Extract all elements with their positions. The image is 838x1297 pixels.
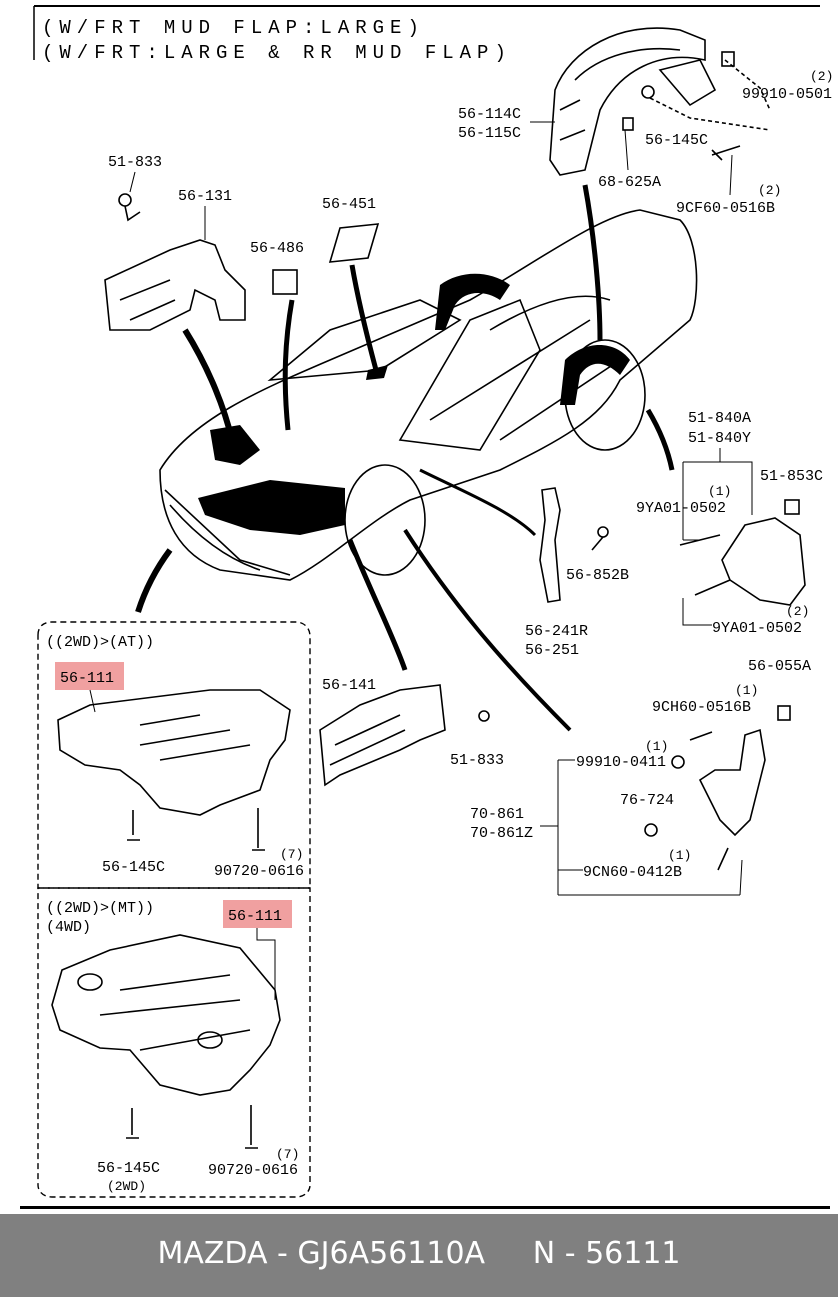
label-56-055a: 56-055A — [748, 658, 811, 675]
label-9ya01-0502-a: 9YA01-0502 — [636, 500, 726, 517]
box-at-title: ((2WD)>(AT)) — [46, 634, 154, 651]
box-at-qty: (7) — [280, 847, 303, 862]
label-56-251: 56-251 — [525, 642, 579, 659]
label-56-852b: 56-852B — [566, 567, 629, 584]
label-9cf60-0516b: 9CF60-0516B — [676, 200, 775, 217]
box-at-clip-label: 56-145C — [102, 859, 165, 876]
box-at-bolt-label: 90720-0616 — [214, 863, 304, 880]
box-mt-clip-note: (2WD) — [107, 1179, 146, 1194]
footer-part-number: MAZDA - GJ6A56110A N - 56111 — [157, 1236, 681, 1271]
highlight-56-111-mt — [223, 900, 292, 928]
label-68-625a: 68-625A — [598, 174, 661, 191]
side-bracket — [539, 487, 609, 603]
qty-9ch60-0516b: (1) — [735, 683, 758, 698]
box-mt-title-2: (4WD) — [46, 919, 91, 936]
car-illustration — [159, 209, 698, 581]
fasteners-top — [622, 51, 771, 161]
label-99910-0411: 99910-0411 — [576, 754, 666, 771]
label-51-840a: 51-840A — [688, 410, 751, 427]
highlight-56-111-at — [55, 662, 124, 690]
box-mt-qty: (7) — [276, 1147, 299, 1162]
qty-9ya01-0502-b: (2) — [786, 604, 809, 619]
label-56-115c: 56-115C — [458, 125, 521, 142]
label-56-131: 56-131 — [178, 188, 232, 205]
header-line-1: (W/FRT MUD FLAP:LARGE) — [42, 17, 425, 39]
label-9ch60-0516b: 9CH60-0516B — [652, 699, 751, 716]
label-51-833-mid: 51-833 — [450, 752, 504, 769]
qty-9cf60-0516b: (2) — [758, 183, 781, 198]
box-mt-part-label: 56-111 — [228, 908, 282, 925]
label-51-853c: 51-853C — [760, 468, 823, 485]
undercover-mt — [51, 934, 281, 1096]
rear-wheel-liner-shape — [560, 345, 630, 405]
label-70-861z: 70-861Z — [470, 825, 533, 842]
box-2wd-at: ((2WD)>(AT)) 56-111 56-145C 90720-0616 (… — [37, 621, 311, 889]
box-mt-bolt-label: 90720-0616 — [208, 1162, 298, 1179]
label-56-141: 56-141 — [322, 677, 376, 694]
box-mt-title-1: ((2WD)>(MT)) — [46, 900, 154, 917]
rear-mud-flap — [679, 499, 806, 606]
engine-side-shield — [104, 193, 246, 331]
label-76-724: 76-724 — [620, 792, 674, 809]
leader-lines — [135, 184, 675, 732]
label-56-486: 56-486 — [250, 240, 304, 257]
small-cover-shape — [366, 365, 388, 380]
qty-9ya01-0502-a: (1) — [708, 484, 731, 499]
footer-bar — [0, 1214, 838, 1297]
engine-shield-shape — [210, 425, 260, 465]
footer-divider — [20, 1206, 830, 1209]
front-fender-liner — [549, 27, 717, 176]
undercover-mt-hole-2 — [197, 1031, 223, 1049]
part-56-451 — [328, 223, 380, 263]
qty-9cn60-0412b: (1) — [668, 848, 691, 863]
qty-99910-0411: (1) — [645, 739, 668, 754]
box-2wd-mt-4wd: ((2WD)>(MT)) (4WD) 56-111 56-145C (2WD) … — [37, 887, 311, 1198]
part-56-486 — [272, 269, 298, 295]
label-56-114c: 56-114C — [458, 106, 521, 123]
front-mud-flap — [644, 705, 791, 871]
undercover-at — [57, 689, 291, 816]
undercover-mt-ribs — [99, 974, 251, 1051]
rear-liner-shape — [435, 273, 510, 330]
label-51-833-top: 51-833 — [108, 154, 162, 171]
label-56-451: 56-451 — [322, 196, 376, 213]
box-mt-clip-label: 56-145C — [97, 1160, 160, 1177]
undercover-shape — [198, 480, 345, 535]
label-56-241r: 56-241R — [525, 623, 588, 640]
label-51-840y: 51-840Y — [688, 430, 751, 447]
label-56-145c-top: 56-145C — [645, 132, 708, 149]
undercover-at-ribs — [139, 714, 251, 761]
box-at-part-label: 56-111 — [60, 670, 114, 687]
header-line-2: (W/FRT:LARGE & RR MUD FLAP) — [42, 42, 512, 64]
label-9cn60-0412b: 9CN60-0412B — [583, 864, 682, 881]
label-70-861: 70-861 — [470, 806, 524, 823]
undercover-mt-hole-1 — [77, 973, 103, 991]
center-side-shield — [319, 684, 490, 787]
fasteners-at — [127, 808, 265, 851]
label-9ya01-0502-b: 9YA01-0502 — [712, 620, 802, 637]
label-99910-0501: 99910-0501 — [742, 86, 832, 103]
fasteners-mt — [126, 1105, 258, 1149]
qty-99910-0501: (2) — [810, 69, 833, 84]
